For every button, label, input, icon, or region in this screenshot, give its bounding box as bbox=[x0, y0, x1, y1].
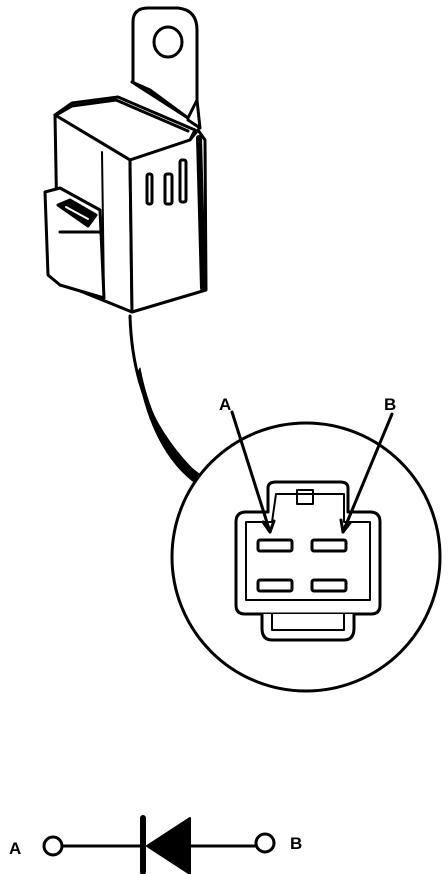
callout-leader bbox=[128, 314, 202, 480]
pointer-b bbox=[341, 412, 394, 534]
relay-side-face bbox=[128, 128, 208, 314]
terminal-c bbox=[256, 578, 294, 593]
terminal-a bbox=[256, 538, 294, 553]
diode-anode-triangle bbox=[146, 817, 191, 874]
terminal-d bbox=[310, 578, 348, 593]
mounting-bracket bbox=[130, 6, 202, 130]
mounting-hole bbox=[152, 25, 184, 59]
diode-label-a: A bbox=[9, 839, 21, 858]
relay-vents bbox=[145, 158, 188, 206]
diode-terminal-a-node bbox=[42, 835, 64, 857]
diode-terminal-b-node bbox=[254, 832, 276, 854]
terminal-b bbox=[310, 538, 348, 553]
relay-body bbox=[43, 6, 208, 314]
terminal-label-a: A bbox=[219, 395, 231, 414]
diode-symbol bbox=[42, 815, 276, 874]
connector-magnifier bbox=[170, 410, 442, 693]
pointer-a bbox=[230, 410, 272, 534]
connector-terminals bbox=[256, 538, 348, 593]
terminal-label-b: B bbox=[384, 395, 396, 414]
diode-label-b: B bbox=[290, 834, 302, 853]
